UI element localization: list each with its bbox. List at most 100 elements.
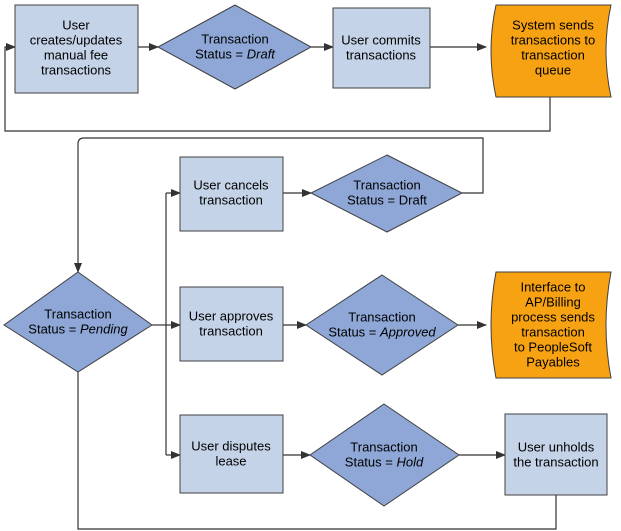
label-segment: transaction	[521, 48, 585, 63]
label-segment: User cancels	[193, 178, 269, 193]
label-segment: Status =	[195, 47, 247, 62]
label-segment: manual fee	[44, 48, 108, 63]
status-draft-mid-diamond	[309, 154, 464, 233]
user-creates-box	[14, 4, 139, 94]
label-segment: Interface to	[520, 280, 585, 295]
status-draft-top-diamond	[156, 4, 313, 90]
label-segment-italic: Approved	[379, 325, 436, 340]
label-line: Interface to	[520, 280, 585, 295]
label-line: to PeopleSoft	[514, 340, 592, 355]
label-segment: creates/updates	[30, 33, 123, 48]
label-segment: System sends	[512, 18, 594, 33]
label-segment: User approves	[189, 309, 274, 324]
user-cancels-box	[179, 156, 284, 232]
label-line: User approves	[189, 309, 274, 324]
label-line: transactions to	[511, 33, 596, 48]
label-segment: Transaction	[201, 32, 268, 47]
label-segment: Status = Draft	[347, 193, 427, 208]
label-segment: Transaction	[44, 307, 111, 322]
label-line: manual fee	[44, 48, 108, 63]
label-segment: User commits	[341, 33, 421, 48]
label-segment: lease	[215, 454, 246, 469]
label-segment: Transaction	[350, 440, 417, 455]
label-line: User unholds	[518, 440, 595, 455]
label-line: lease	[215, 454, 246, 469]
label-segment-italic: Hold	[396, 455, 424, 470]
label-line: queue	[535, 63, 571, 78]
label-line: Status = Approved	[328, 325, 436, 340]
label-line: Status = Hold	[345, 455, 424, 470]
label-segment: transactions to	[511, 33, 596, 48]
arrow-queue-to-create	[4, 43, 551, 132]
label-line: creates/updates	[30, 33, 123, 48]
user-disputes-box	[179, 414, 284, 494]
label-line: User disputes	[191, 439, 271, 454]
label-line: User	[62, 18, 90, 33]
label-line: Transaction	[201, 32, 268, 47]
label-segment: Payables	[526, 355, 580, 370]
label-segment: Transaction	[353, 178, 420, 193]
label-line: transactions	[346, 48, 417, 63]
label-segment: transaction	[199, 324, 263, 339]
status-pending-diamond	[3, 271, 153, 373]
label-segment: process sends	[511, 310, 595, 325]
label-line: Status = Draft	[195, 47, 276, 62]
arrow-unholds-to-pending	[77, 372, 557, 530]
label-line: process sends	[511, 310, 595, 325]
label-segment: User disputes	[191, 439, 271, 454]
user-approves-box	[179, 286, 284, 362]
label-line: transaction	[199, 193, 263, 208]
label-segment: Status =	[328, 325, 380, 340]
label-line: Status = Draft	[347, 193, 427, 208]
label-segment: AP/Billing	[525, 295, 581, 310]
label-line: Status = Pending	[28, 322, 128, 337]
label-line: AP/Billing	[525, 295, 581, 310]
label-segment: User	[62, 18, 90, 33]
label-segment: User unholds	[518, 440, 595, 455]
status-hold-diamond	[309, 403, 460, 507]
label-line: transaction	[199, 324, 263, 339]
label-line: transaction	[521, 325, 585, 340]
label-segment: transactions	[346, 48, 417, 63]
label-line: transaction	[521, 48, 585, 63]
label-line: transactions	[41, 63, 112, 78]
label-segment: queue	[535, 63, 571, 78]
system-queue-shape	[490, 4, 612, 98]
label-segment: the transaction	[513, 455, 598, 470]
label-line: User commits	[341, 33, 421, 48]
label-segment-italic: Pending	[80, 322, 128, 337]
label-segment-italic: Draft	[247, 47, 277, 62]
label-line: System sends	[512, 18, 594, 33]
user-unholds-box	[504, 413, 608, 496]
label-segment: transaction	[521, 325, 585, 340]
status-approved-diamond	[305, 274, 459, 376]
user-commits-box	[332, 7, 431, 89]
label-segment: to PeopleSoft	[514, 340, 592, 355]
label-line: Payables	[526, 355, 580, 370]
label-segment: transactions	[41, 63, 112, 78]
label-line: Transaction	[44, 307, 111, 322]
label-line: Transaction	[353, 178, 420, 193]
label-line: User cancels	[193, 178, 269, 193]
arrow-draft-mid-to-pending	[74, 137, 484, 273]
label-line: Transaction	[348, 310, 415, 325]
label-segment: Status =	[345, 455, 397, 470]
interface-ap-shape	[490, 271, 612, 379]
label-segment: Transaction	[348, 310, 415, 325]
label-line: Transaction	[350, 440, 417, 455]
label-line: the transaction	[513, 455, 598, 470]
